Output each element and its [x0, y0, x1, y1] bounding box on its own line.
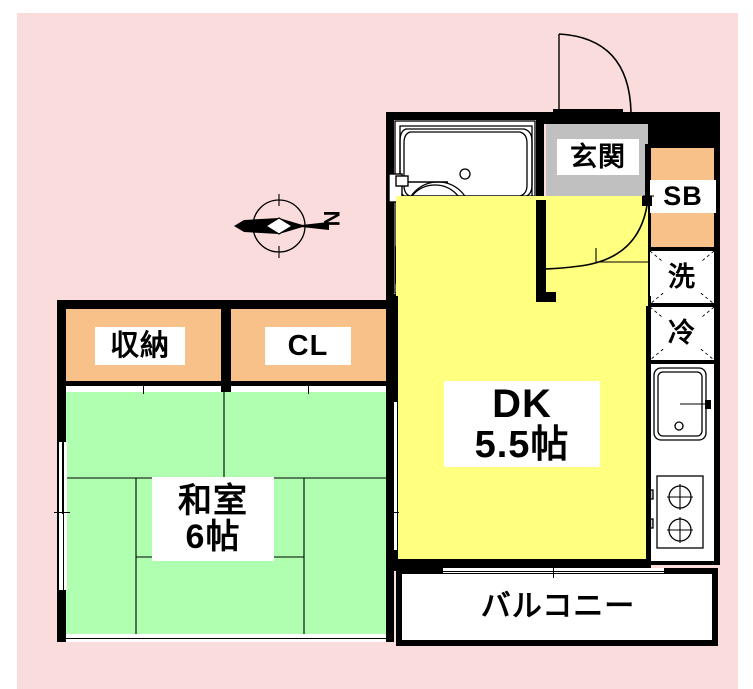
washitsu-label: 和室 6帖 [152, 477, 274, 561]
dk-door-jamb [536, 292, 556, 302]
dk-size: 5.5帖 [474, 424, 570, 466]
shuunou-label: 収納 [95, 327, 185, 365]
dk-door-jamb-right [642, 196, 652, 206]
shuunou-door-center [143, 383, 145, 394]
balcony-door-center [553, 565, 555, 578]
compass-north-label: N [319, 210, 344, 228]
closet-door-center [308, 383, 310, 394]
washitsu-window-line [63, 442, 65, 590]
balcony-label: バルコニー [460, 588, 656, 626]
dk-bath-wall [536, 200, 546, 300]
compass-icon [234, 194, 329, 258]
entrance-right-wall-top [648, 112, 720, 148]
entrance-door-icon [558, 33, 632, 113]
washer-icon [649, 250, 715, 305]
shoebox-label: SB [650, 180, 716, 213]
washitsu-name: 和室 [178, 482, 248, 520]
dk-entry-door-icon [539, 195, 654, 270]
genkan-label: 玄関 [557, 139, 639, 175]
dk-name: DK [492, 382, 552, 426]
kitchen-fixtures-icon [645, 367, 711, 549]
washitsu-window-mark [54, 512, 70, 514]
washer-label: 洗 [652, 261, 712, 293]
washitsu-size: 6帖 [185, 518, 241, 556]
fridge-icon [649, 306, 715, 361]
washitsu-bottom-window-line [66, 638, 386, 640]
washitsu-window-leaf [62, 442, 64, 514]
closet-label: CL [265, 327, 351, 365]
dk-label: DK 5.5帖 [444, 381, 600, 467]
entrance-door-threshold [553, 109, 623, 113]
fridge-label: 冷 [652, 317, 712, 349]
